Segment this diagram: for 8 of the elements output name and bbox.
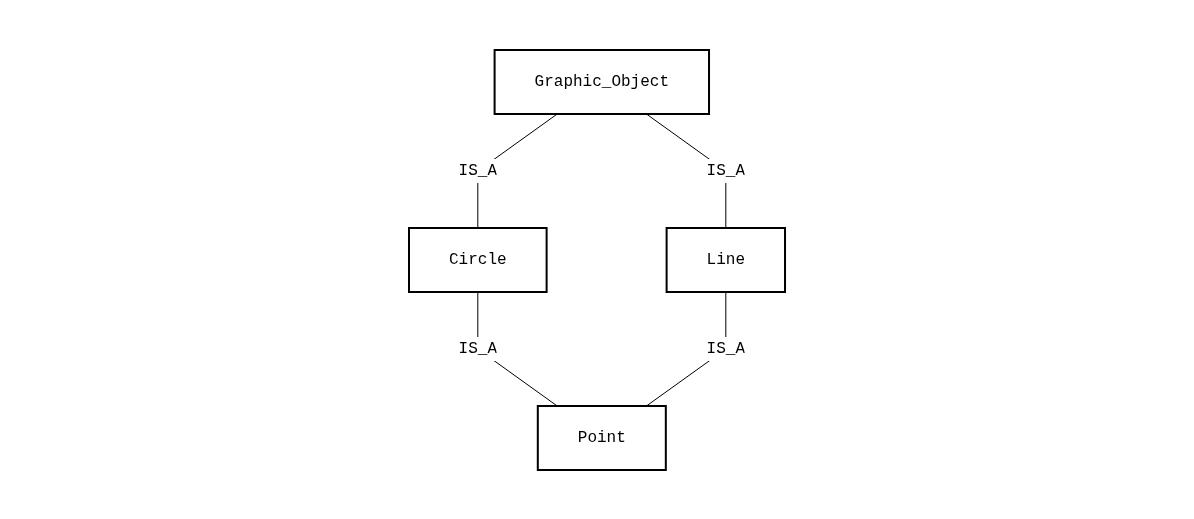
edge-label: IS_A [706, 339, 745, 358]
node-box: Point [536, 404, 667, 471]
edge-label: IS_A [706, 161, 745, 180]
edge-label: IS_A [458, 161, 497, 180]
node-box: Graphic_Object [493, 48, 710, 115]
node-box: Circle [408, 226, 548, 293]
edge-label: IS_A [458, 339, 497, 358]
node-box: Line [665, 226, 786, 293]
